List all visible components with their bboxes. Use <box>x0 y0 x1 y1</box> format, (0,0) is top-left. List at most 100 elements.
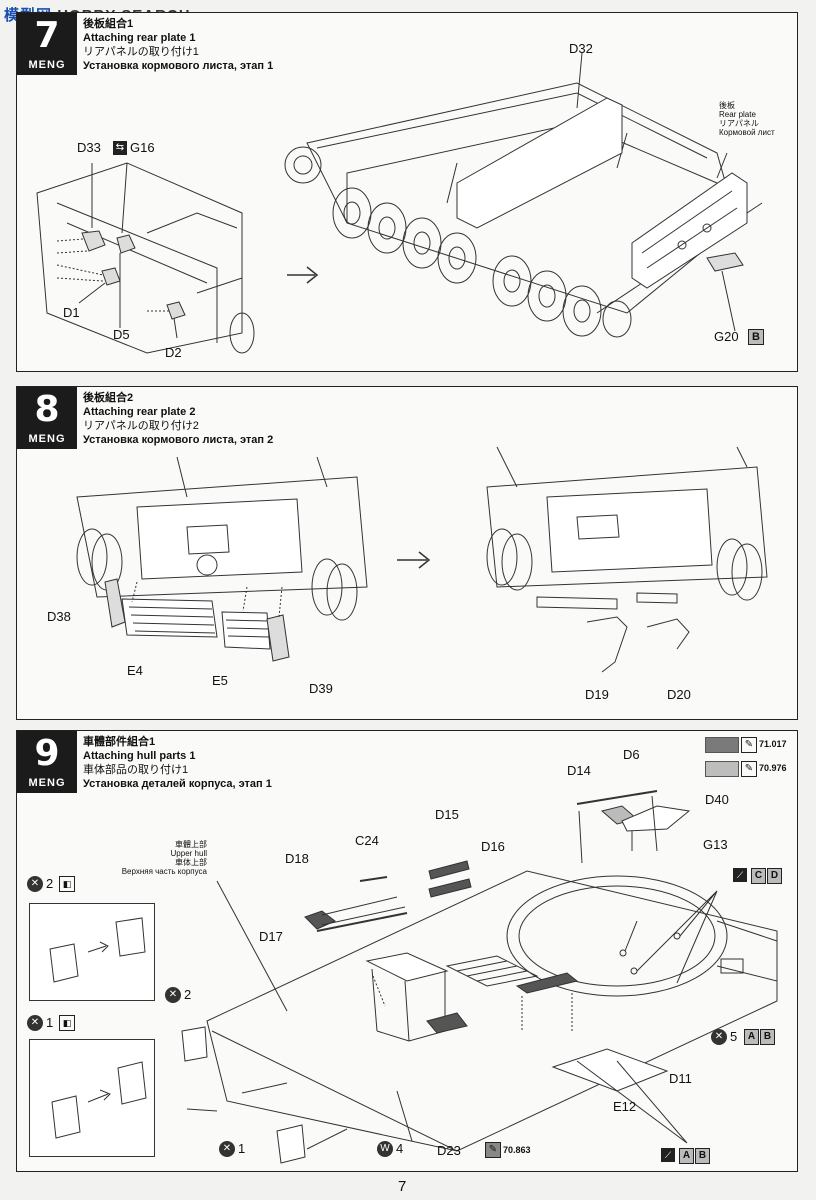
sprue-tag: C <box>751 868 766 884</box>
quantity-count: 1 <box>238 1141 246 1156</box>
sprue-tag: A <box>744 1029 759 1045</box>
part-label-d39: D39 <box>309 681 333 696</box>
page-number: 7 <box>398 1178 407 1195</box>
quantity-count: 5 <box>730 1029 738 1044</box>
part-label-d16: D16 <box>481 839 505 854</box>
part-label-d5: D5 <box>113 327 130 342</box>
quantity-marker: ✕ <box>165 987 181 1003</box>
step-7-panel: 7 MENG 後板組合1 Attaching rear plate 1 リアパネ… <box>16 12 798 372</box>
part-label-g20: G20 <box>714 329 739 344</box>
step-number: 9 <box>34 733 60 774</box>
rear-plate-note-jp: リアパネル <box>719 119 759 128</box>
paint-code-light: 70.976 <box>759 763 787 773</box>
title-ru: Установка кормового листа, этап 2 <box>83 434 274 446</box>
upper-hull-note-en: Upper hull <box>170 849 207 858</box>
rear-plate-note-en: Rear plate <box>719 110 756 119</box>
part-label-c24: C24 <box>355 833 379 848</box>
quantity-marker: ✕ <box>219 1141 235 1157</box>
sprue-tag: D <box>767 868 782 884</box>
part-label-d23: D23 <box>437 1143 461 1158</box>
part-label-d32: D32 <box>569 41 593 56</box>
part-label-g13: G13 <box>703 837 728 852</box>
part-label-g16: G16 <box>130 140 155 155</box>
cement-icon: ⟋ <box>733 868 747 882</box>
step-title: 後板組合2 Attaching rear plate 2 リアパネルの取り付け2… <box>83 391 273 447</box>
upper-hull-note-cn: 車體上部 <box>175 840 207 849</box>
title-en: Attaching hull parts 1 <box>83 750 196 762</box>
quantity-marker: ✕ <box>27 876 43 892</box>
detail-drawing <box>51 1061 147 1139</box>
left-side-icon: ◧ <box>59 876 75 892</box>
swap-icon: ⇆ <box>113 141 127 155</box>
quantity-count: 2 <box>184 987 192 1002</box>
part-label-e12: E12 <box>613 1099 637 1114</box>
step-9-drawing <box>181 790 778 1164</box>
brand-label: MENG <box>28 433 66 445</box>
part-label-d19: D19 <box>585 687 609 702</box>
paint-code-dark: 71.017 <box>759 739 787 749</box>
upper-hull-note: 車體上部 Upper hull 車体上部 Верхняя часть корпу… <box>117 840 207 876</box>
part-label-e5: E5 <box>212 673 228 688</box>
part-label-d6: D6 <box>623 747 640 762</box>
detail-box-x1 <box>29 1039 155 1157</box>
decal-paint-code: 70.863 <box>503 1145 531 1155</box>
title-en: Attaching rear plate 1 <box>83 32 196 44</box>
part-label-d20: D20 <box>667 687 691 702</box>
part-label-d18: D18 <box>285 851 309 866</box>
step-badge: 7 MENG <box>17 13 77 75</box>
title-cn: 後板組合2 <box>83 392 134 404</box>
part-label-d1: D1 <box>63 305 80 320</box>
title-jp: リアパネルの取り付け2 <box>83 420 199 432</box>
title-cn: 後板組合1 <box>83 18 134 30</box>
sprue-tag: B <box>760 1029 775 1045</box>
quantity-marker: ✕ <box>27 1015 43 1031</box>
step-8-drawing <box>76 446 768 673</box>
step-7-drawing <box>36 52 763 354</box>
quantity-marker: ✕ <box>711 1029 727 1045</box>
step-number: 8 <box>34 389 60 430</box>
detail-drawing <box>49 917 146 983</box>
sprue-tag: B <box>695 1148 710 1164</box>
paint-swatch-dark <box>705 737 739 753</box>
paint-swatch-light <box>705 761 739 777</box>
step-9-panel: 9 MENG 車體部件組合1 Attaching hull parts 1 車体… <box>16 730 798 1172</box>
quantity-count: 1 <box>46 1015 54 1030</box>
title-jp: リアパネルの取り付け1 <box>83 46 199 58</box>
title-cn: 車體部件組合1 <box>83 736 156 748</box>
quantity-count: 4 <box>396 1141 404 1156</box>
rear-plate-note-ru: Кормовой лист <box>719 128 775 137</box>
step-title: 車體部件組合1 Attaching hull parts 1 車体部品の取り付け… <box>83 735 272 791</box>
brush-icon: ✎ <box>485 1142 501 1158</box>
title-ru: Установка деталей корпуса, этап 1 <box>83 778 272 790</box>
brand-label: MENG <box>28 777 66 789</box>
step-title: 後板組合1 Attaching rear plate 1 リアパネルの取り付け1… <box>83 17 273 73</box>
rear-plate-note: 後板 Rear plate リアパネル Кормовой лист <box>719 101 775 137</box>
upper-hull-note-ru: Верхняя часть корпуса <box>121 867 207 876</box>
part-label-d38: D38 <box>47 609 71 624</box>
step-badge: 9 MENG <box>17 731 77 793</box>
sprue-tag-b: B <box>748 329 764 345</box>
brand-label: MENG <box>28 59 66 71</box>
part-label-d14: D14 <box>567 763 591 778</box>
brush-icon: ✎ <box>741 737 757 753</box>
title-ru: Установка кормового листа, этап 1 <box>83 60 274 72</box>
title-jp: 車体部品の取り付け1 <box>83 764 189 776</box>
rear-plate-note-cn: 後板 <box>719 101 735 110</box>
part-label-d40: D40 <box>705 792 729 807</box>
part-label-d33: D33 <box>77 140 101 155</box>
part-label-d17: D17 <box>259 929 283 944</box>
part-label-d11: D11 <box>669 1071 692 1086</box>
sprue-tag: A <box>679 1148 694 1164</box>
detail-box-x2 <box>29 903 155 1001</box>
upper-hull-note-jp: 車体上部 <box>175 858 207 867</box>
step-badge: 8 MENG <box>17 387 77 449</box>
part-label-d15: D15 <box>435 807 459 822</box>
left-side-icon: ◧ <box>59 1015 75 1031</box>
part-label-d2: D2 <box>165 345 182 360</box>
quantity-marker: W <box>377 1141 393 1157</box>
quantity-count: 2 <box>46 876 54 891</box>
title-en: Attaching rear plate 2 <box>83 406 196 418</box>
part-label-e4: E4 <box>127 663 143 678</box>
step-8-panel: 8 MENG 後板組合2 Attaching rear plate 2 リアパネ… <box>16 386 798 720</box>
step-number: 7 <box>34 15 60 56</box>
